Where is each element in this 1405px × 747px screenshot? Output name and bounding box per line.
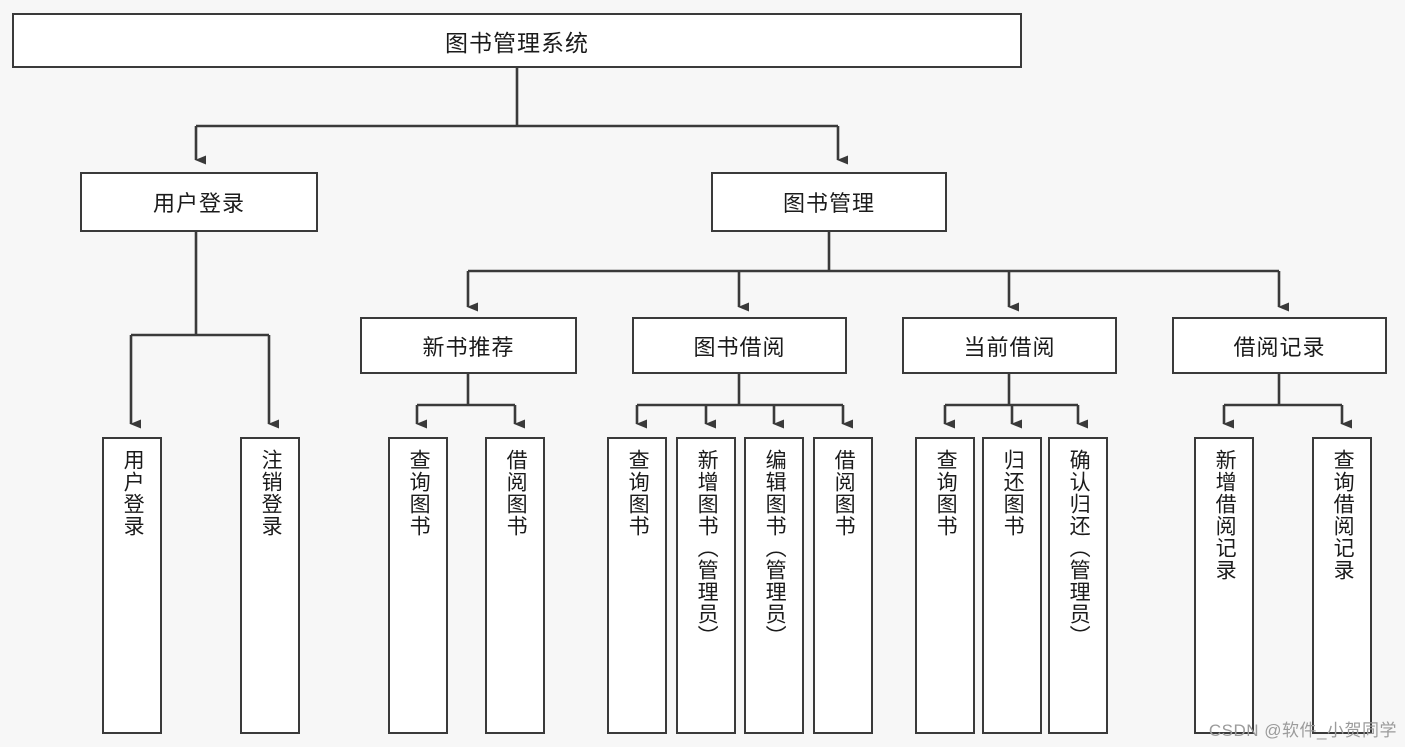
leaf-query-books-new-recommendation[interactable]: 查询图书 <box>388 437 448 734</box>
leaf-add-borrow-record[interactable]: 新增借阅记录 <box>1194 437 1254 734</box>
leaf-edit-book-admin[interactable]: 编辑图书（管理员） <box>744 437 804 734</box>
leaf-query-borrow-record[interactable]: 查询借阅记录 <box>1312 437 1372 734</box>
node-label: 查询图书 <box>626 449 650 537</box>
leaf-confirm-return-admin[interactable]: 确认归还（管理员） <box>1048 437 1108 734</box>
node-label: 借阅图书 <box>832 449 856 537</box>
node-label: 用户登录 <box>121 449 145 537</box>
node-user-login[interactable]: 用户登录 <box>80 172 318 232</box>
node-label: 归还图书 <box>1001 449 1025 537</box>
node-label: 当前借阅 <box>963 334 1056 360</box>
node-book-management[interactable]: 图书管理 <box>711 172 947 232</box>
node-current-borrowing[interactable]: 当前借阅 <box>902 317 1117 374</box>
node-label: 注销登录 <box>259 449 283 537</box>
node-label: 确认归还（管理员） <box>1067 449 1091 647</box>
node-label: 图书借阅 <box>693 334 786 360</box>
leaf-query-books-current[interactable]: 查询图书 <box>915 437 975 734</box>
leaf-user-login[interactable]: 用户登录 <box>102 437 162 734</box>
leaf-add-book-admin[interactable]: 新增图书（管理员） <box>676 437 736 734</box>
node-label: 借阅记录 <box>1233 334 1326 360</box>
leaf-borrow-books[interactable]: 借阅图书 <box>813 437 873 734</box>
node-book-borrowing[interactable]: 图书借阅 <box>632 317 847 374</box>
node-label: 借阅图书 <box>504 449 528 537</box>
node-label: 查询借阅记录 <box>1331 449 1355 581</box>
leaf-logout[interactable]: 注销登录 <box>240 437 300 734</box>
watermark-csdn: CSDN @软件_小贺同学 <box>1208 721 1397 740</box>
node-label: 新增借阅记录 <box>1213 449 1237 581</box>
node-root-book-management-system[interactable]: 图书管理系统 <box>12 13 1022 68</box>
node-label: 用户登录 <box>152 191 245 216</box>
node-new-book-recommendation[interactable]: 新书推荐 <box>360 317 577 374</box>
node-label: 查询图书 <box>934 449 958 537</box>
leaf-return-books[interactable]: 归还图书 <box>982 437 1042 734</box>
node-label: 编辑图书（管理员） <box>763 449 787 647</box>
node-label: 图书管理 <box>782 191 875 216</box>
node-label: 查询图书 <box>407 449 431 537</box>
leaf-query-books-borrowing[interactable]: 查询图书 <box>607 437 667 734</box>
node-borrow-records[interactable]: 借阅记录 <box>1172 317 1387 374</box>
node-label: 图书管理系统 <box>445 29 589 56</box>
node-label: 新增图书（管理员） <box>695 449 719 647</box>
leaf-borrow-books-new-recommendation[interactable]: 借阅图书 <box>485 437 545 734</box>
node-label: 新书推荐 <box>422 334 515 360</box>
